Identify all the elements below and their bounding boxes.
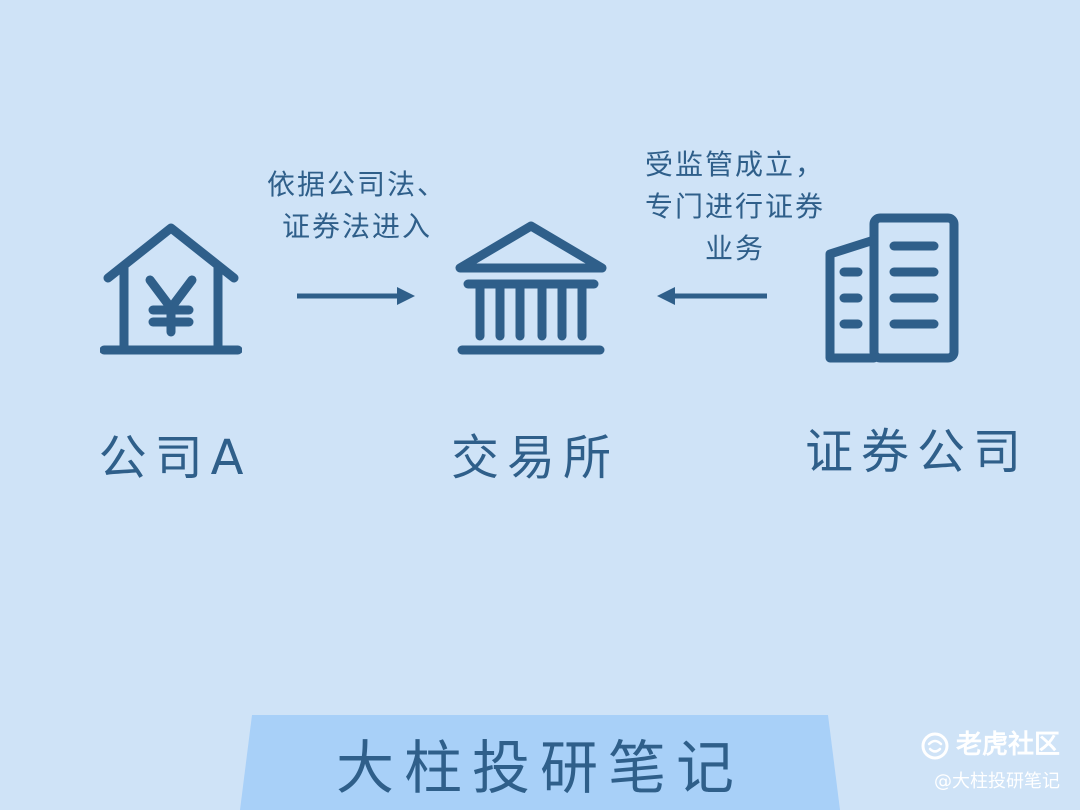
node-label-exchange: 交易所 bbox=[450, 430, 619, 486]
tiger-logo-icon bbox=[920, 731, 950, 761]
arrow-left-securities-to-exchange bbox=[655, 284, 769, 308]
edge-caption-securities-to-exchange: 受监管成立， 专门进行证券 业务 bbox=[620, 144, 850, 270]
watermark-handle: @大柱投研笔记 bbox=[934, 770, 1060, 792]
banner-title: 大柱投研笔记 bbox=[335, 733, 744, 802]
node-label-company: 公司A bbox=[98, 430, 252, 486]
footer-banner: 大柱投研笔记 bbox=[240, 715, 840, 810]
edge-caption-line: 专门进行证券 bbox=[644, 190, 825, 223]
node-label-securities: 证券公司 bbox=[805, 424, 1030, 480]
edge-caption-line: 业务 bbox=[704, 232, 765, 265]
edge-caption-line: 依据公司法、 bbox=[266, 168, 447, 201]
house-yen-icon bbox=[100, 220, 242, 358]
edge-caption-line: 受监管成立， bbox=[644, 148, 825, 181]
edge-caption-line: 证券法进入 bbox=[281, 210, 432, 243]
office-building-icon bbox=[822, 210, 962, 366]
watermark-brand-row: 老虎社区 bbox=[860, 730, 1060, 761]
arrow-right-company-to-exchange bbox=[295, 284, 417, 308]
exchange-building-icon bbox=[452, 218, 610, 360]
watermark-brand: 老虎社区 bbox=[955, 730, 1060, 760]
watermark: 老虎社区 @大柱投研笔记 bbox=[860, 730, 1060, 796]
edge-caption-company-to-exchange: 依据公司法、 证券法进入 bbox=[252, 164, 462, 248]
